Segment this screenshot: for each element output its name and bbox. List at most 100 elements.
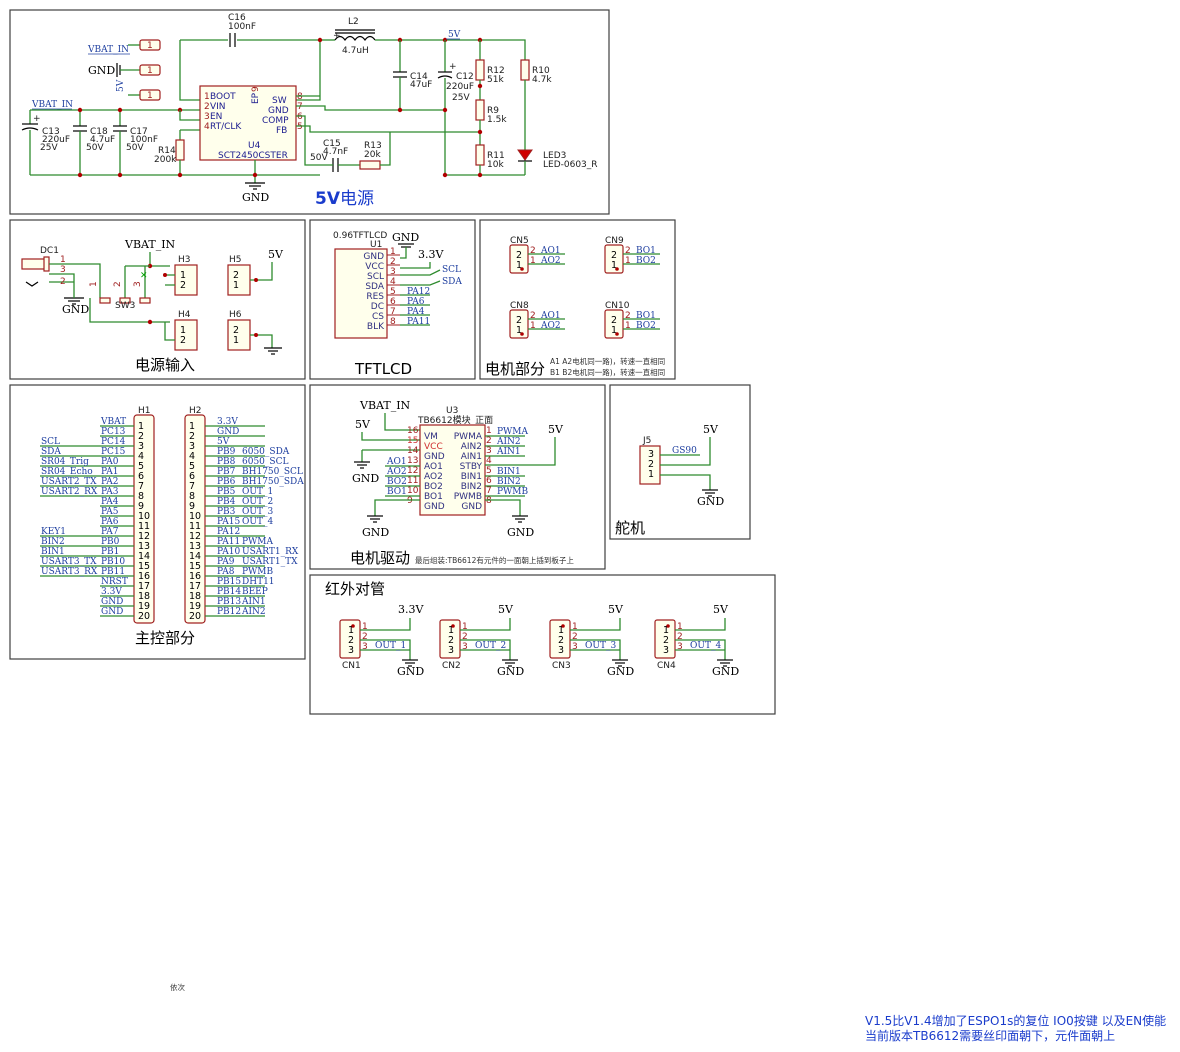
svg-text:BIN2: BIN2 [461, 482, 482, 492]
svg-text:STBY: STBY [460, 462, 483, 472]
c17-ref: C17 [130, 127, 148, 137]
svg-text:2: 2 [233, 325, 239, 336]
lcd-pin-name: GND [363, 252, 384, 262]
lcd-pin-num: 2 [390, 257, 396, 267]
svg-text:PA15: PA15 [217, 517, 240, 527]
section-title-servo: 舵机 [615, 519, 645, 537]
svg-text:PB15: PB15 [217, 577, 241, 587]
svg-text:H5: H5 [229, 255, 242, 265]
svg-text:100nF: 100nF [130, 135, 158, 145]
h4-connector [174, 319, 198, 351]
svg-text:PB14: PB14 [217, 587, 241, 597]
u4-pin-1-name: BOOT [210, 92, 236, 102]
section-title-power-input: 电源输入 [135, 356, 195, 374]
section-frame-main-control [9, 384, 306, 660]
svg-text:11: 11 [189, 521, 201, 532]
svg-text:OUT_2: OUT_2 [242, 497, 273, 507]
svg-text:R9: R9 [487, 106, 499, 116]
svg-text:LED-0603_R: LED-0603_R [543, 160, 598, 170]
svg-text:6050_SCL: 6050_SCL [242, 457, 288, 467]
svg-text:2: 2 [486, 436, 492, 446]
svg-text:2: 2 [611, 250, 617, 261]
svg-text:SR04_Echo: SR04_Echo [41, 467, 93, 477]
svg-text:H1: H1 [138, 406, 151, 416]
svg-text:2: 2 [677, 632, 683, 642]
svg-text:AO2: AO2 [386, 467, 407, 477]
svg-text:OUT_1: OUT_1 [375, 641, 406, 651]
svg-text:1: 1 [462, 622, 468, 632]
svg-text:PB0: PB0 [101, 537, 120, 547]
svg-text:1: 1 [362, 622, 368, 632]
vbat-in-switch-label: VBAT_IN [124, 238, 176, 251]
svg-text:BIN2: BIN2 [41, 537, 65, 547]
svg-text:12: 12 [407, 466, 418, 476]
svg-text:3.3V: 3.3V [217, 417, 238, 427]
svg-text:11: 11 [138, 521, 150, 532]
lcd-pin-num: 6 [390, 297, 396, 307]
svg-text:PB8: PB8 [217, 457, 236, 467]
port-gnd [139, 64, 161, 76]
svg-text:5V: 5V [448, 30, 461, 40]
section-frame-motor-driver [309, 384, 606, 570]
svg-text:6050_SDA: 6050_SDA [242, 447, 290, 457]
svg-text:PWMB: PWMB [454, 492, 482, 502]
svg-text:3.3V: 3.3V [398, 603, 424, 616]
svg-text:PWMA: PWMA [454, 432, 483, 442]
section-title-motor: 电机部分 [485, 360, 545, 378]
lcd-pin-name: BLK [367, 322, 385, 332]
tb6612-part: TB6612模块_正面 [417, 414, 493, 426]
svg-text:PB6: PB6 [217, 477, 236, 487]
svg-text:PB1: PB1 [101, 547, 119, 557]
svg-text:GND: GND [101, 597, 123, 607]
lcd-pin-num: 7 [390, 307, 396, 317]
svg-text:17: 17 [138, 581, 150, 592]
svg-text:BEEP: BEEP [242, 587, 268, 597]
svg-text:PB10: PB10 [101, 557, 125, 567]
svg-text:VIN: VIN [210, 102, 226, 112]
svg-text:PA2: PA2 [101, 477, 118, 487]
lcd-pin-name: SCL [367, 272, 384, 282]
svg-text:SR04_Trig: SR04_Trig [41, 457, 89, 467]
svg-text:OUT_3: OUT_3 [585, 641, 616, 651]
svg-text:USART1_TX: USART1_TX [242, 557, 298, 567]
svg-text:USART3_RX: USART3_RX [41, 567, 98, 577]
r14 [175, 139, 185, 161]
svg-text:16: 16 [189, 571, 201, 582]
c14-ref: C14 [410, 72, 428, 82]
svg-text:1: 1 [516, 325, 522, 336]
svg-text:2: 2 [348, 635, 354, 646]
svg-text:1.5k: 1.5k [487, 115, 507, 125]
svg-text:CN8: CN8 [510, 301, 529, 311]
tb6612-module [419, 424, 486, 516]
svg-text:13: 13 [189, 541, 201, 552]
port-5v-label: 5V [116, 79, 126, 92]
svg-text:2: 2 [516, 315, 522, 326]
svg-text:5V: 5V [713, 603, 729, 616]
svg-text:BO2: BO2 [424, 482, 443, 492]
svg-text:CN9: CN9 [605, 236, 624, 246]
servo-ref: J5 [642, 436, 651, 446]
svg-text:U1: U1 [370, 240, 382, 250]
power-input-section: DC1 1 3 2 GND VBAT_IN 1 2 3 SW3 ✕ H3 1 2 [21, 238, 284, 374]
svg-text:2: 2 [611, 315, 617, 326]
svg-text:6: 6 [486, 476, 492, 486]
svg-text:BO1: BO1 [387, 487, 407, 497]
svg-text:BO1: BO1 [636, 311, 656, 321]
svg-text:GND: GND [352, 472, 379, 485]
svg-text:GND: GND [697, 495, 724, 508]
svg-text:1: 1 [516, 260, 522, 271]
svg-text:GND: GND [607, 665, 634, 678]
svg-text:U3: U3 [446, 406, 458, 416]
c13-ref: C13 [42, 127, 60, 137]
svg-text:5V: 5V [217, 437, 230, 447]
c16-ref: C16 [228, 13, 246, 23]
svg-text:PA6: PA6 [101, 517, 119, 527]
svg-text:2: 2 [60, 277, 66, 287]
motor-note-b: B1 B2电机同一路)，转速一直相同 [550, 367, 665, 377]
svg-text:10: 10 [407, 486, 419, 496]
svg-text:25V: 25V [452, 93, 470, 103]
svg-text:BO1: BO1 [424, 492, 443, 502]
svg-text:10k: 10k [487, 160, 504, 170]
